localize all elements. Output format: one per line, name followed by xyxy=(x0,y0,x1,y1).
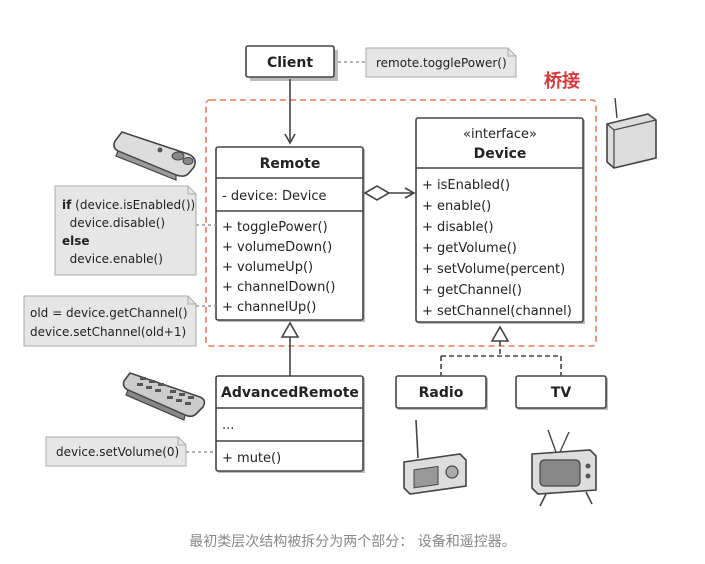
mute-note-text: device.setVolume(0) xyxy=(56,445,179,459)
channel-note-line: device.setChannel(old+1) xyxy=(30,325,186,339)
advanced-remote-method: + mute() xyxy=(222,451,281,466)
client-class: Client xyxy=(245,45,338,81)
client-note-text: remote.togglePower() xyxy=(376,56,507,70)
figure-caption: 最初类层次结构被拆分为两个部分： 设备和遥控器。 xyxy=(189,534,516,550)
advanced-remote-illustration xyxy=(122,372,206,421)
remote-method: + togglePower() xyxy=(222,220,328,235)
toggle-note-line: device.disable() xyxy=(62,216,165,230)
bridge-region xyxy=(205,99,597,347)
toggle-note-line: device.enable() xyxy=(62,252,163,266)
device-method: + setVolume(percent) xyxy=(422,262,565,277)
remote-method: + channelDown() xyxy=(222,280,335,295)
device-illustration xyxy=(606,97,657,169)
advanced-remote-title: AdvancedRemote xyxy=(221,385,359,401)
mute-note: device.setVolume(0) xyxy=(45,436,187,467)
toggle-power-note: if (device.isEnabled()) device.disable()… xyxy=(54,185,197,276)
advanced-remote-class: AdvancedRemote ... + mute() xyxy=(215,375,365,473)
remote-method: + channelUp() xyxy=(222,300,316,315)
client-title: Client xyxy=(267,55,313,71)
device-method: + isEnabled() xyxy=(422,178,510,193)
remote-class: Remote - device: Device + togglePower() … xyxy=(215,146,365,322)
device-method: + getChannel() xyxy=(422,283,522,298)
device-method: + getVolume() xyxy=(422,241,517,256)
tv-illustration xyxy=(531,429,597,507)
bridge-label: 桥接 xyxy=(544,71,580,92)
channel-note-line: old = device.getChannel() xyxy=(30,306,188,320)
device-implementation xyxy=(440,325,562,376)
toggle-note-line: else xyxy=(62,234,90,248)
device-method: + setChannel(channel) xyxy=(422,304,572,319)
remote-method: + volumeUp() xyxy=(222,260,313,275)
device-interface: «interface» Device + isEnabled() + enabl… xyxy=(415,117,585,324)
device-title: Device xyxy=(474,146,527,162)
device-stereotype: «interface» xyxy=(463,127,537,142)
client-note: remote.togglePower() xyxy=(365,47,517,78)
channel-up-note: old = device.getChannel() device.setChan… xyxy=(23,295,197,347)
radio-title: Radio xyxy=(419,385,464,401)
toggle-note-line: if (device.isEnabled()) xyxy=(62,198,195,212)
remote-device-aggregation xyxy=(363,185,416,201)
tv-class: TV xyxy=(515,375,608,410)
advanced-remote-field: ... xyxy=(222,418,234,433)
device-method: + disable() xyxy=(422,220,494,235)
tv-title: TV xyxy=(551,385,572,401)
radio-illustration xyxy=(403,419,467,495)
radio-class: Radio xyxy=(395,375,488,410)
remote-method: + volumeDown() xyxy=(222,240,332,255)
advanced-remote-inheritance xyxy=(280,321,300,376)
remote-control-illustration xyxy=(113,131,196,181)
remote-title: Remote xyxy=(260,156,321,172)
device-method: + enable() xyxy=(422,199,491,214)
remote-field: - device: Device xyxy=(222,189,327,204)
